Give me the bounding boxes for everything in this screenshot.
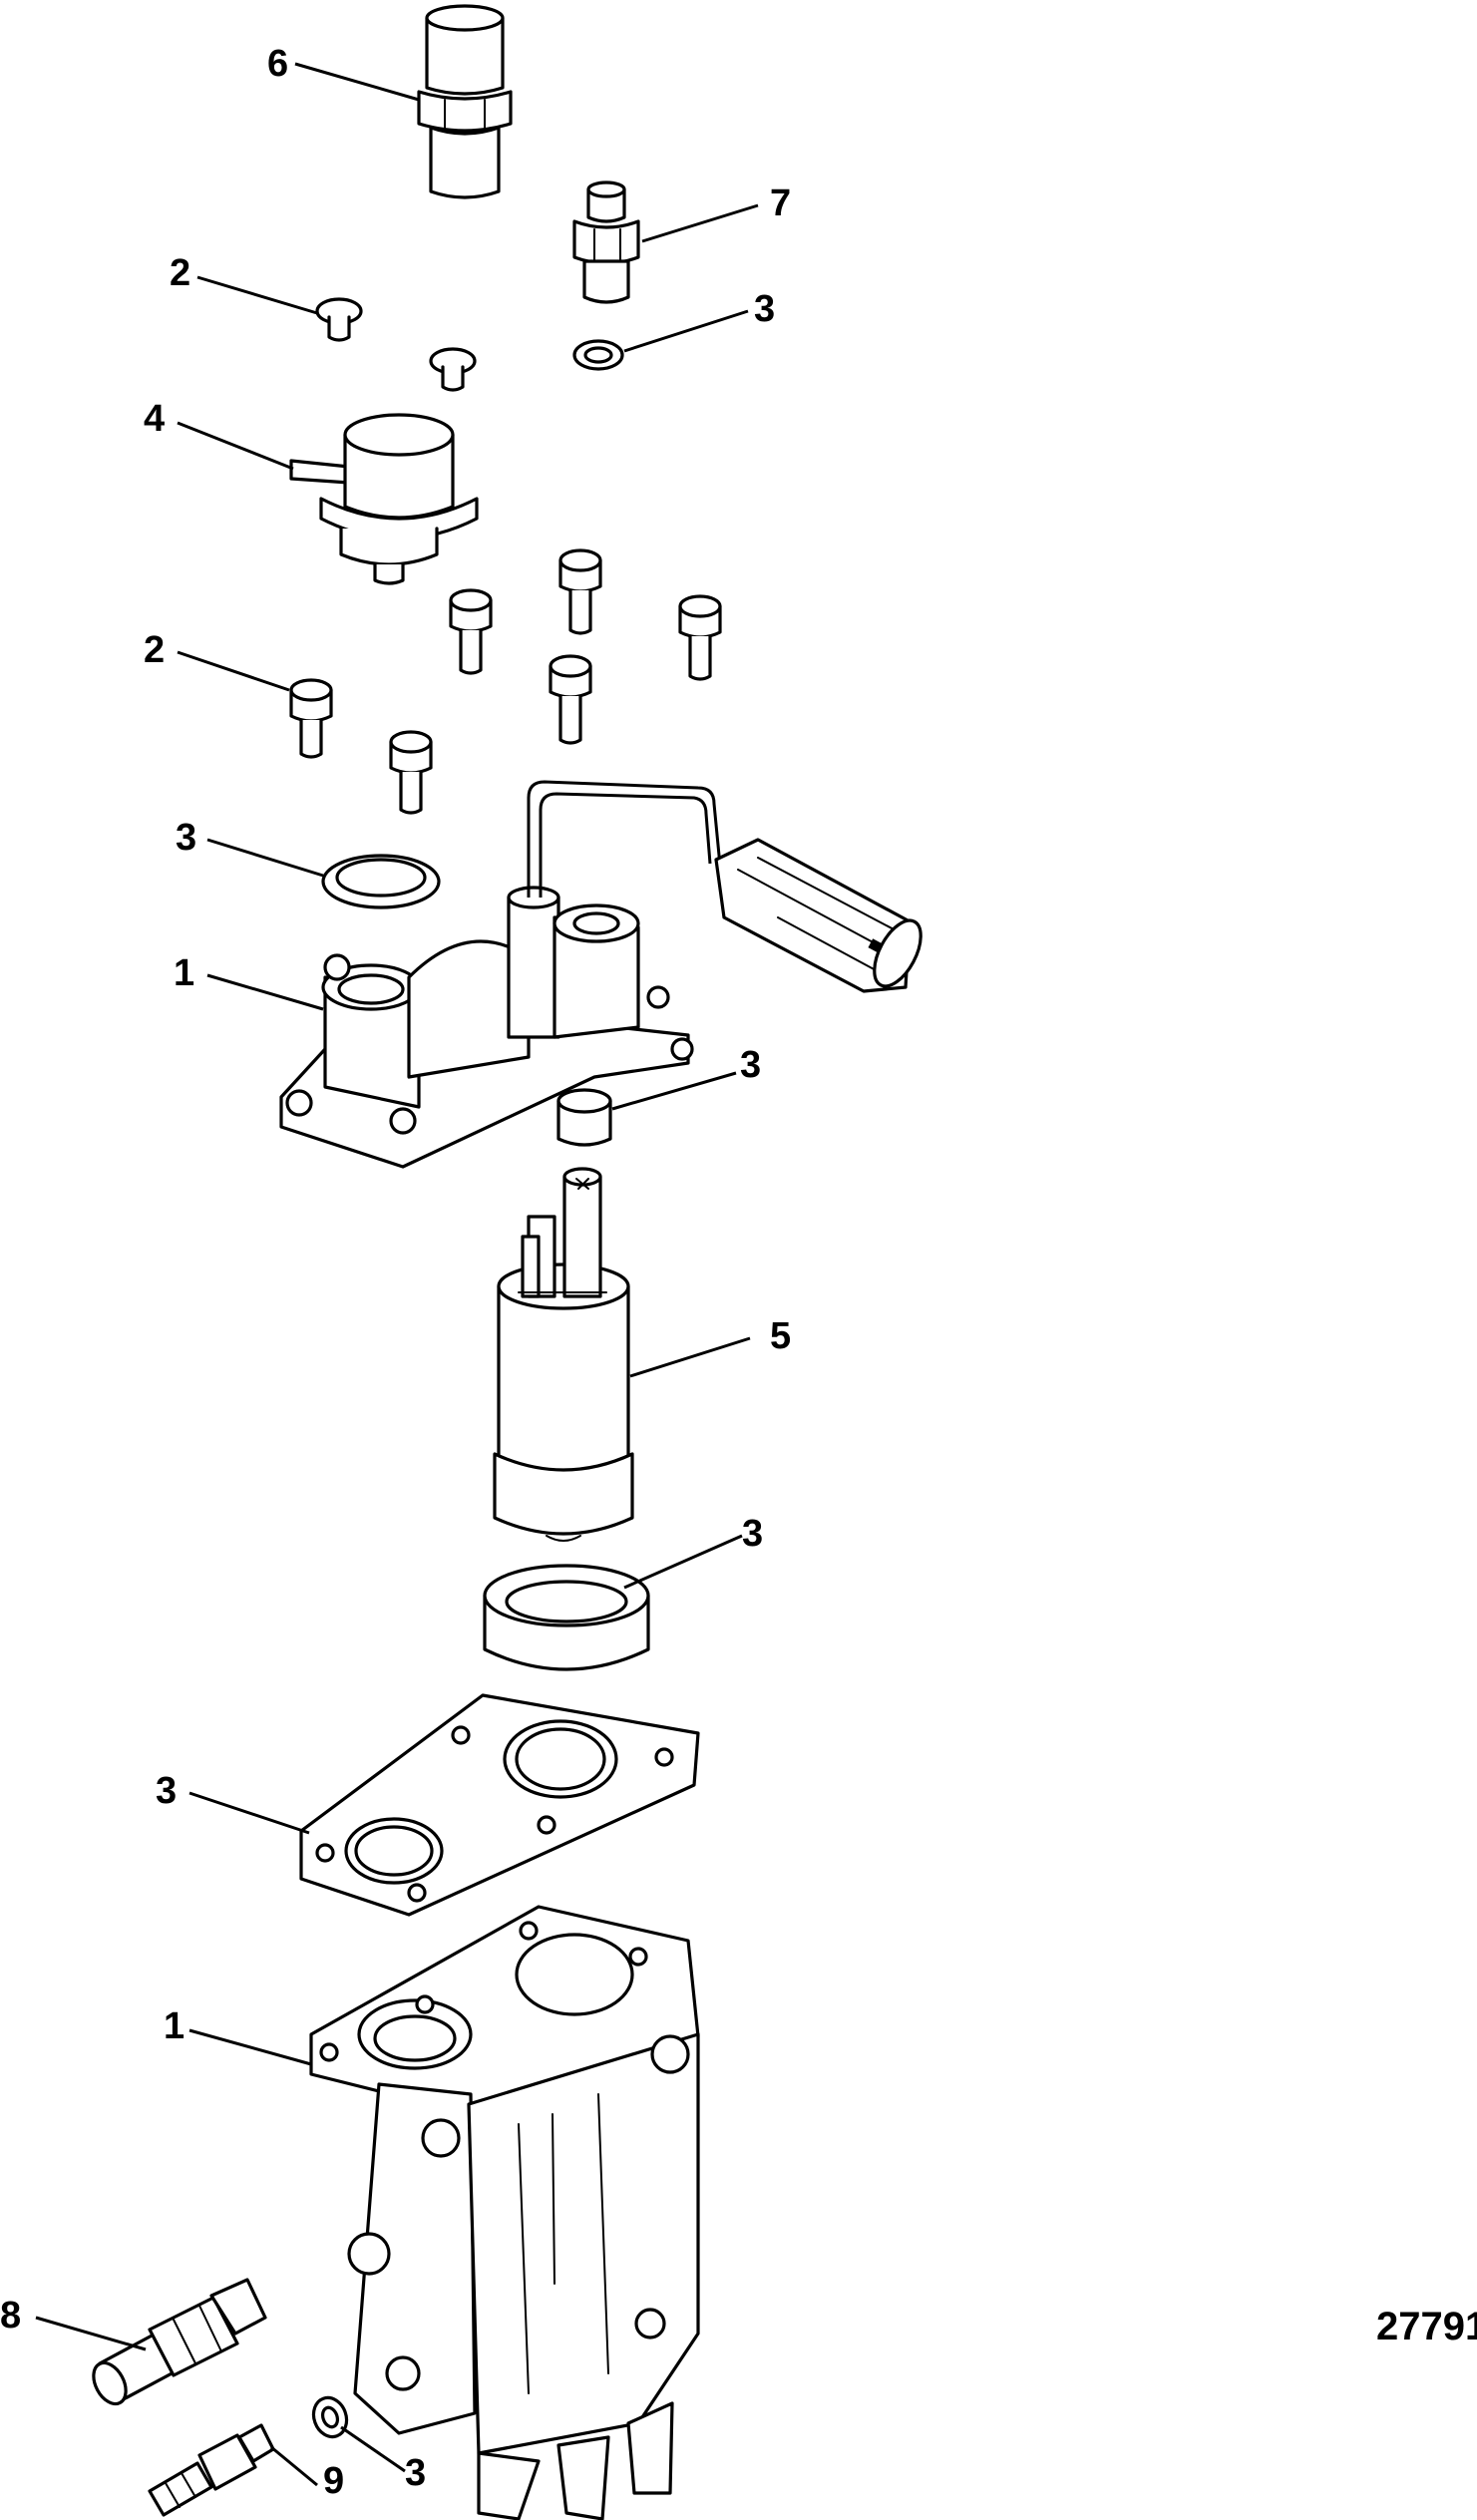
callout-3: 3 <box>754 288 775 330</box>
figure-number: 27791 <box>1376 2305 1477 2348</box>
part-barbed-fitting-8 <box>92 2278 267 2406</box>
part-pressure-regulator-4 <box>289 413 479 585</box>
cap-screw-c <box>678 594 722 681</box>
part-upper-housing-1 <box>279 780 923 1169</box>
leader-lines <box>35 62 759 2487</box>
callout-3: 3 <box>405 2452 426 2494</box>
cap-screw-f <box>389 730 433 815</box>
callout-1: 1 <box>174 952 194 994</box>
part-screw-2-small-b <box>429 347 477 392</box>
callout-5: 5 <box>770 1315 791 1357</box>
callout-2: 2 <box>144 629 165 671</box>
part-fuel-pump-5 <box>493 1167 634 1542</box>
part-o-ring-3-top <box>572 339 624 371</box>
cap-screw-b <box>558 548 602 635</box>
callout-9: 9 <box>323 2460 344 2502</box>
part-small-fitting-9 <box>148 2423 275 2517</box>
callout-7: 7 <box>770 182 791 224</box>
part-gasket-3 <box>299 1693 700 1917</box>
callout-6: 6 <box>267 43 288 85</box>
callout-3: 3 <box>156 1770 177 1812</box>
part-washer-3-bottom <box>311 2395 349 2439</box>
part-cup-seal-3 <box>483 1564 650 1671</box>
cap-screw-e <box>289 678 333 759</box>
callout-3: 3 <box>742 1513 763 1555</box>
part-bushing-3 <box>556 1088 612 1147</box>
part-o-ring-3-middle <box>321 854 441 909</box>
callout-labels: 6 7 2 3 4 2 3 1 3 5 3 3 1 8 3 9 <box>0 43 791 2502</box>
part-cap-screws-2 <box>289 548 722 815</box>
callout-1: 1 <box>164 2005 185 2047</box>
part-sensor-fitting-7 <box>572 180 640 304</box>
part-hose-fitting-6 <box>417 4 513 199</box>
cap-screw-d <box>549 654 592 745</box>
callout-3: 3 <box>176 817 196 859</box>
callout-3: 3 <box>740 1044 761 1086</box>
cap-screw-a <box>449 588 493 675</box>
callout-8: 8 <box>0 2295 21 2337</box>
part-screw-2-small-a <box>315 297 363 342</box>
callout-4: 4 <box>144 398 165 440</box>
callout-2: 2 <box>170 252 190 294</box>
part-lower-housing-1 <box>309 1905 700 2520</box>
